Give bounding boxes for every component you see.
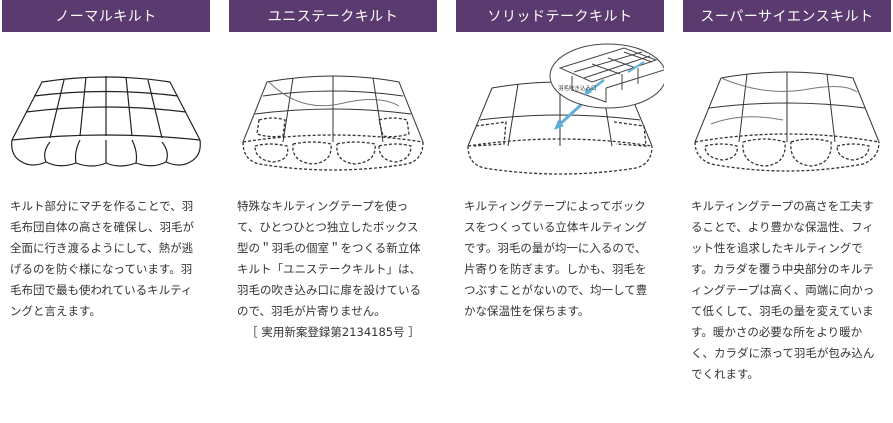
column-solid-take-quilt: ソリッドテークキルト bbox=[456, 0, 664, 318]
header-normal-quilt: ノーマルキルト bbox=[2, 0, 210, 32]
normal-quilt-illustration bbox=[2, 42, 210, 192]
header-solid-take-quilt: ソリッドテークキルト bbox=[456, 0, 664, 32]
super-science-quilt-illustration bbox=[683, 42, 891, 192]
description-text: キルティングテープの高さを工夫することで、より豊かな保温性、フィット性を追求した… bbox=[691, 199, 875, 381]
description-unistake-quilt: 特殊なキルティングテープを使って、ひとつひとつ独立したボックス型の＂羽毛の個室＂… bbox=[237, 196, 429, 343]
description-normal-quilt: キルト部分にマチを作ることで、羽毛布団自体の高さを確保し、羽毛が全面に行き渡るよ… bbox=[10, 196, 202, 322]
column-unistake-quilt: ユニステークキルト 特殊なキルティングテープを使って、ひとつひと bbox=[229, 0, 437, 339]
solid-take-quilt-illustration: 羽毛吹き込み口 bbox=[456, 42, 664, 192]
header-super-science-quilt: スーパーサイエンスキルト bbox=[683, 0, 891, 32]
header-unistake-quilt: ユニステークキルト bbox=[229, 0, 437, 32]
description-super-science-quilt: キルティングテープの高さを工夫することで、より豊かな保温性、フィット性を追求した… bbox=[691, 196, 883, 385]
unistake-quilt-illustration bbox=[229, 42, 437, 192]
utility-model-registration: ［ 実用新案登録第2134185号 ］ bbox=[246, 325, 420, 339]
description-solid-take-quilt: キルティングテープによってボックスをつくっている立体キルティングです。羽毛の量が… bbox=[464, 196, 656, 322]
inset-magnifier: 羽毛吹き込み口 bbox=[549, 43, 664, 109]
column-super-science-quilt: スーパーサイエンスキルト キルティングテープの高さを工夫することで、より豊かな保… bbox=[683, 0, 891, 381]
description-text: 特殊なキルティングテープを使って、ひとつひとつ独立したボックス型の＂羽毛の個室＂… bbox=[237, 199, 421, 318]
inset-label: 羽毛吹き込み口 bbox=[558, 84, 597, 92]
column-normal-quilt: ノーマルキルト キルト部分にマチを作ることで、羽毛布団自体の高さを確保し、羽毛が… bbox=[2, 0, 210, 318]
description-text: キルティングテープによってボックスをつくっている立体キルティングです。羽毛の量が… bbox=[464, 199, 648, 318]
description-text: キルト部分にマチを作ることで、羽毛布団自体の高さを確保し、羽毛が全面に行き渡るよ… bbox=[10, 199, 194, 318]
